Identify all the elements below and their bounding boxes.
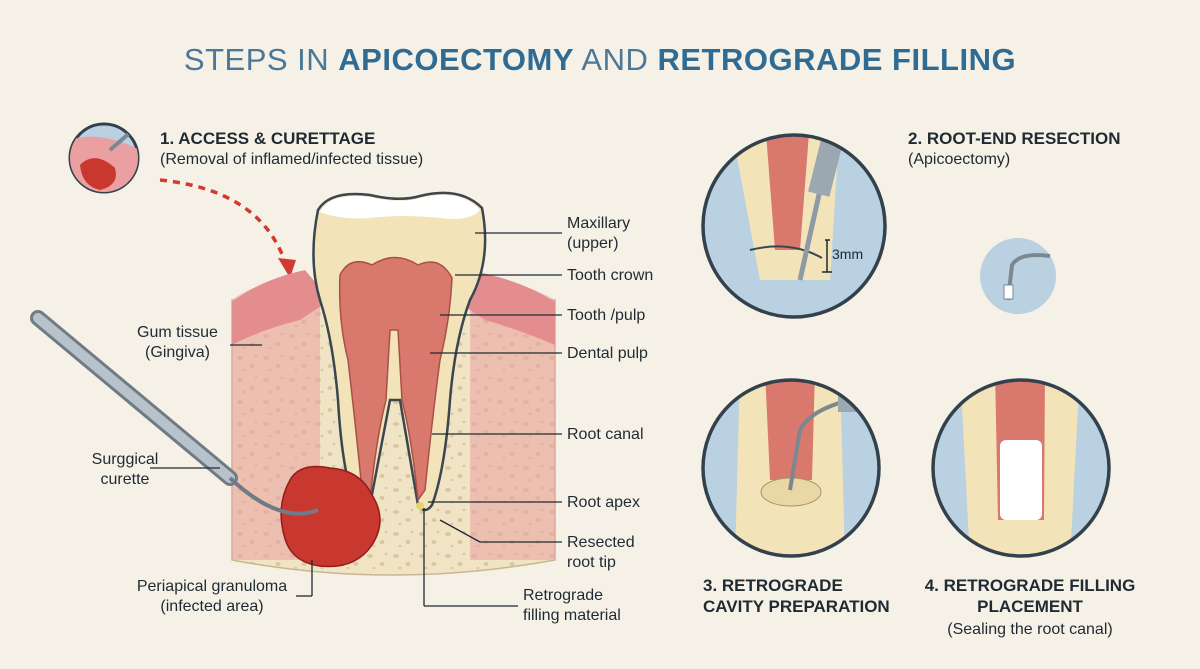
access-inset: [68, 122, 140, 194]
page-title: STEPS IN APICOECTOMY AND RETROGRADE FILL…: [0, 42, 1200, 78]
label-tooth-crown: Tooth crown: [567, 267, 654, 284]
label-granuloma-line2: (infected area): [160, 598, 264, 615]
title-part1: STEPS IN: [183, 42, 339, 77]
label-gum-tissue: Gum tissue (Gingiva): [120, 323, 235, 363]
step3-circle: [701, 378, 881, 558]
step4-circle: [931, 378, 1111, 558]
step1-heading: 1. ACCESS & CURETTAGE: [160, 129, 376, 148]
step4-heading-line2: PLACEMENT: [977, 597, 1083, 616]
label-resected-root-tip: Resected root tip: [567, 533, 635, 573]
title-part3: AND: [574, 42, 658, 77]
step2-sub: (Apicoectomy): [908, 151, 1011, 168]
label-surgical-curette: Surggical curette: [70, 450, 180, 490]
label-retro-line1: Retrograde: [523, 587, 604, 604]
step4-sub: (Sealing the root canal): [947, 621, 1113, 638]
step4-heading-line1: 4. RETROGRADE FILLING: [924, 576, 1136, 595]
leader-lines: [150, 232, 562, 607]
label-retro-line2: filling material: [523, 607, 621, 624]
tooth: [312, 191, 487, 512]
step3-heading-line1: 3. RETROGRADE: [703, 576, 843, 595]
label-periapical-granuloma: Periapical granuloma (infected area): [122, 577, 302, 617]
title-part4: RETROGRADE FILLING: [657, 42, 1017, 77]
step3-heading: 3. RETROGRADE CAVITY PREPARATION: [703, 575, 903, 617]
surgical-curette: [30, 310, 319, 516]
label-dental-pulp: Dental pulp: [567, 345, 648, 362]
bone-block: [231, 270, 556, 576]
label-gum-line2: (Gingiva): [145, 344, 210, 361]
filling-dot: [416, 502, 424, 510]
label-maxillary-line2: (upper): [567, 235, 619, 252]
label-granuloma-line1: Periapical granuloma: [136, 578, 288, 595]
label-gum-line1: Gum tissue: [137, 324, 218, 341]
label-maxillary-line1: Maxillary: [567, 215, 631, 232]
ultrasonic-tip-icon: [980, 238, 1056, 314]
step3-heading-line2: CAVITY PREPARATION: [703, 597, 890, 616]
label-root-canal: Root canal: [567, 426, 644, 443]
label-resected-line2: root tip: [567, 554, 616, 571]
step2-circle: [701, 133, 887, 319]
title-part2: APICOECTOMY: [338, 42, 575, 77]
label-curette-line2: curette: [100, 471, 150, 488]
label-tooth-pulp: Tooth /pulp: [567, 307, 646, 324]
step2-heading: 2. ROOT-END RESECTION: [908, 129, 1121, 148]
label-measurement: 3mm: [832, 246, 864, 262]
step1-sub: (Removal of inflamed/infected tissue): [160, 151, 424, 168]
granuloma: [280, 465, 381, 568]
arrow-head-icon: [278, 258, 296, 278]
label-root-apex: Root apex: [567, 494, 640, 511]
label-retrograde-filling: Retrograde filling material: [523, 586, 621, 626]
curettage-arrow: [159, 178, 287, 263]
step4-heading: 4. RETROGRADE FILLING PLACEMENT: [915, 575, 1145, 617]
label-maxillary: Maxillary (upper): [567, 214, 630, 254]
label-curette-line1: Surggical: [91, 451, 159, 468]
label-resected-line1: Resected: [567, 534, 635, 551]
